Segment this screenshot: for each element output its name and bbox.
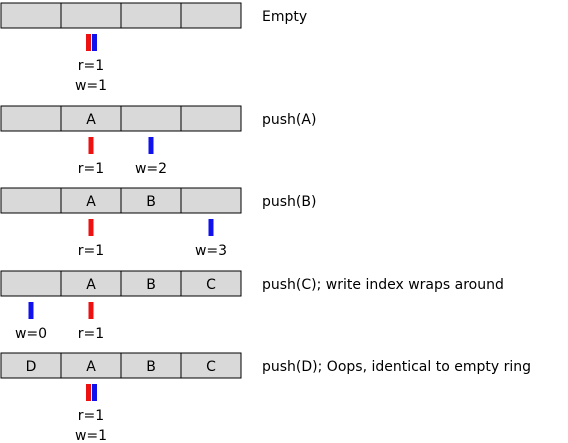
read-index-marker [88,137,94,154]
write-index-marker [148,137,154,154]
step-caption: push(B) [262,194,316,210]
write-index-label: w=3 [195,243,227,259]
ring-cell [0,105,62,132]
ring-cell [0,352,62,379]
step-0: Empty r=1 w=1 [0,2,307,94]
ring-cell-value: B [146,359,156,375]
ring-cell [180,187,242,214]
ring-cell [60,187,122,214]
write-index-marker [28,302,34,319]
read-index-marker [88,302,94,319]
write-index-marker [92,384,97,401]
read-index-marker [88,219,94,236]
write-index-label: w=0 [15,326,47,342]
ring-cell-value: B [146,194,156,210]
ring-cell-value: A [86,277,96,293]
read-index-marker [86,384,91,401]
step-caption: Empty [262,9,307,25]
read-index-label: r=1 [78,243,104,259]
ring-cell [120,2,182,29]
ring-cell [60,105,122,132]
ring-cell [0,270,62,297]
ring-cell-value: A [86,194,96,210]
read-index-marker [86,34,91,51]
read-index-label: r=1 [78,408,104,424]
ring-cell [60,2,122,29]
ring-cell [180,2,242,29]
ring-cell [180,352,242,379]
ring-cell-value: B [146,277,156,293]
ring-cell [60,352,122,379]
read-index-label: r=1 [78,58,104,74]
write-index-label: w=2 [135,161,167,177]
ring-cell [120,105,182,132]
ring-cell-value: C [206,277,216,293]
step-caption: push(C); write index wraps around [262,277,504,293]
write-index-marker [92,34,97,51]
write-index-label: w=1 [75,78,107,94]
ring-cell [180,105,242,132]
ring-cell-value: C [206,359,216,375]
ring-cell [0,2,62,29]
step-caption: push(A) [262,112,316,128]
read-index-label: r=1 [78,161,104,177]
step-caption: push(D); Oops, identical to empty ring [262,359,531,375]
ring-cell [180,270,242,297]
read-index-label: r=1 [78,326,104,342]
ring-cell-value: D [26,359,37,375]
ring-cell [0,187,62,214]
write-index-label: w=1 [75,428,107,443]
ring-cell-value: A [86,112,96,128]
ring-cell [120,352,182,379]
ring-cell [120,187,182,214]
ring-cell [120,270,182,297]
write-index-marker [208,219,214,236]
ring-cell-value: A [86,359,96,375]
